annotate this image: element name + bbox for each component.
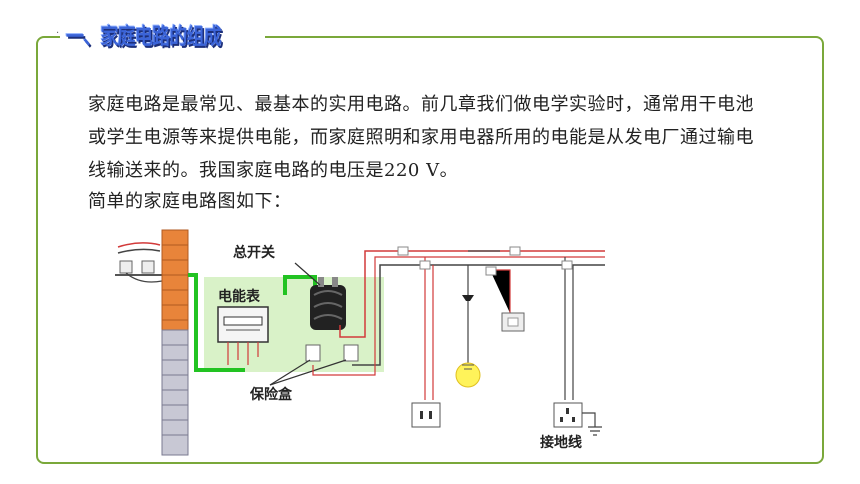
junction-boxes — [397, 246, 573, 276]
house-wiring — [312, 250, 605, 400]
label-main-switch: 总开关 — [233, 244, 275, 261]
label-ground-wire: 接地线 — [540, 434, 582, 451]
section-title: 一、家庭电路的组成 — [66, 25, 222, 50]
overhead-wires — [115, 242, 163, 283]
light-bulb — [455, 295, 481, 388]
corner-mark: · — [56, 28, 60, 39]
label-fuse-box: 保险盒 — [249, 386, 293, 403]
fuse-box-2 — [343, 344, 359, 362]
brick-wall — [161, 229, 189, 456]
socket-two-pin — [411, 402, 441, 428]
ground-wire — [582, 412, 602, 436]
electric-meter — [217, 306, 269, 365]
household-circuit-diagram: 总开关 电能表 保险盒 接地线 — [115, 229, 605, 456]
fuse-box-1 — [305, 344, 321, 362]
content-frame — [36, 36, 824, 464]
label-meter: 电能表 — [218, 288, 261, 305]
green-wire — [188, 273, 317, 372]
socket-three-pin — [553, 402, 583, 428]
section-title-badge: 一、家庭电路的组成 — [60, 18, 266, 52]
diagram-intro: 简单的家庭电路图如下： — [88, 191, 292, 212]
main-switch — [310, 277, 346, 330]
intro-paragraph: 家庭电路是最常见、最基本的实用电路。前几章我们做电学实验时，通常用干电池或学生电… — [88, 94, 754, 181]
